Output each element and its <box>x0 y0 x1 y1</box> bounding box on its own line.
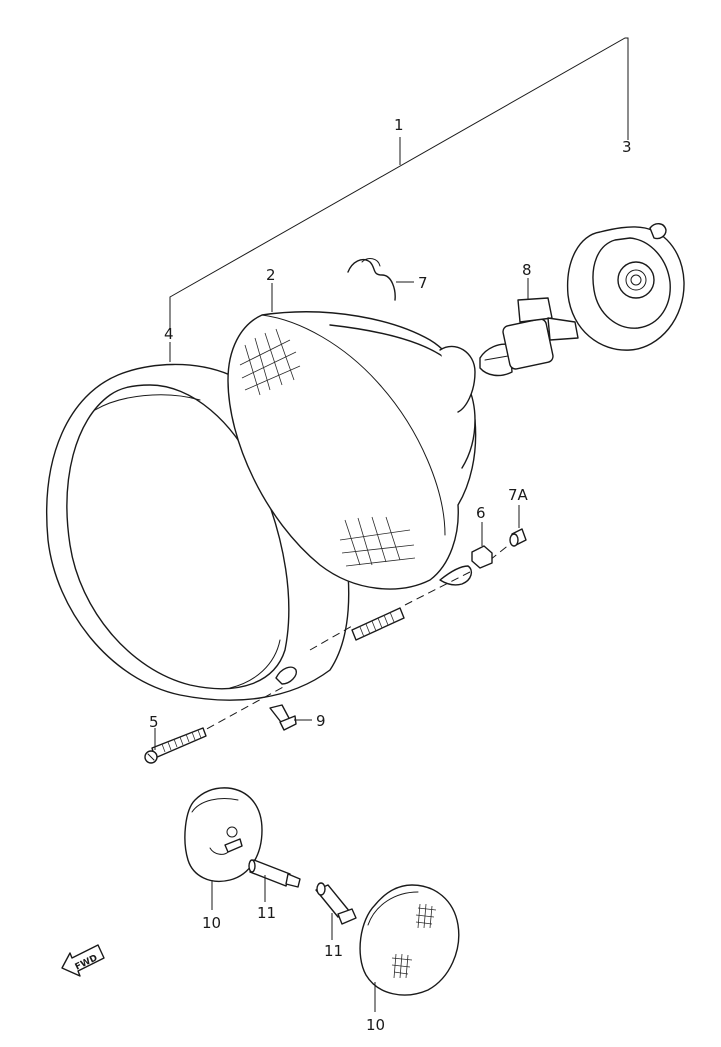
socket-cover-part <box>566 223 685 351</box>
cap-left-part <box>184 787 263 882</box>
callout-2: 2 <box>266 266 276 284</box>
adjusting-screw-part <box>144 727 207 764</box>
assembly-bracket-leader <box>169 37 629 330</box>
callout-7: 7 <box>418 274 428 292</box>
collar-part <box>509 528 527 547</box>
adjuster-spring <box>351 607 405 641</box>
cap-right-part <box>359 884 460 996</box>
callout-7a: 7A <box>508 486 529 504</box>
callout-11-left: 11 <box>257 904 276 922</box>
headlamp-unit-part <box>227 311 477 590</box>
callout-3: 3 <box>622 138 632 156</box>
adjuster-axis-upper <box>309 625 353 651</box>
bulb-part <box>479 297 579 377</box>
spacer-right-part <box>315 882 357 925</box>
callout-8: 8 <box>522 261 532 279</box>
lens-hatch-upper <box>239 328 301 396</box>
callout-4: 4 <box>164 325 174 343</box>
callout-9: 9 <box>316 712 326 730</box>
spring-clip-part <box>347 258 396 301</box>
cap-right-hatch-bottom <box>391 953 413 979</box>
callout-6: 6 <box>476 504 486 522</box>
fwd-direction-arrow: FWD <box>61 944 105 977</box>
callout-10-left: 10 <box>202 914 221 932</box>
nut-part <box>471 545 493 569</box>
lens-hatch-lower <box>339 516 416 567</box>
callout-11-right: 11 <box>324 942 343 960</box>
callout-5: 5 <box>149 713 159 731</box>
callout-1: 1 <box>394 116 404 134</box>
wing-screw-part <box>269 704 297 731</box>
spacer-left-part <box>248 859 301 888</box>
cap-right-hatch-top <box>415 903 437 929</box>
callout-10-right: 10 <box>366 1016 385 1034</box>
